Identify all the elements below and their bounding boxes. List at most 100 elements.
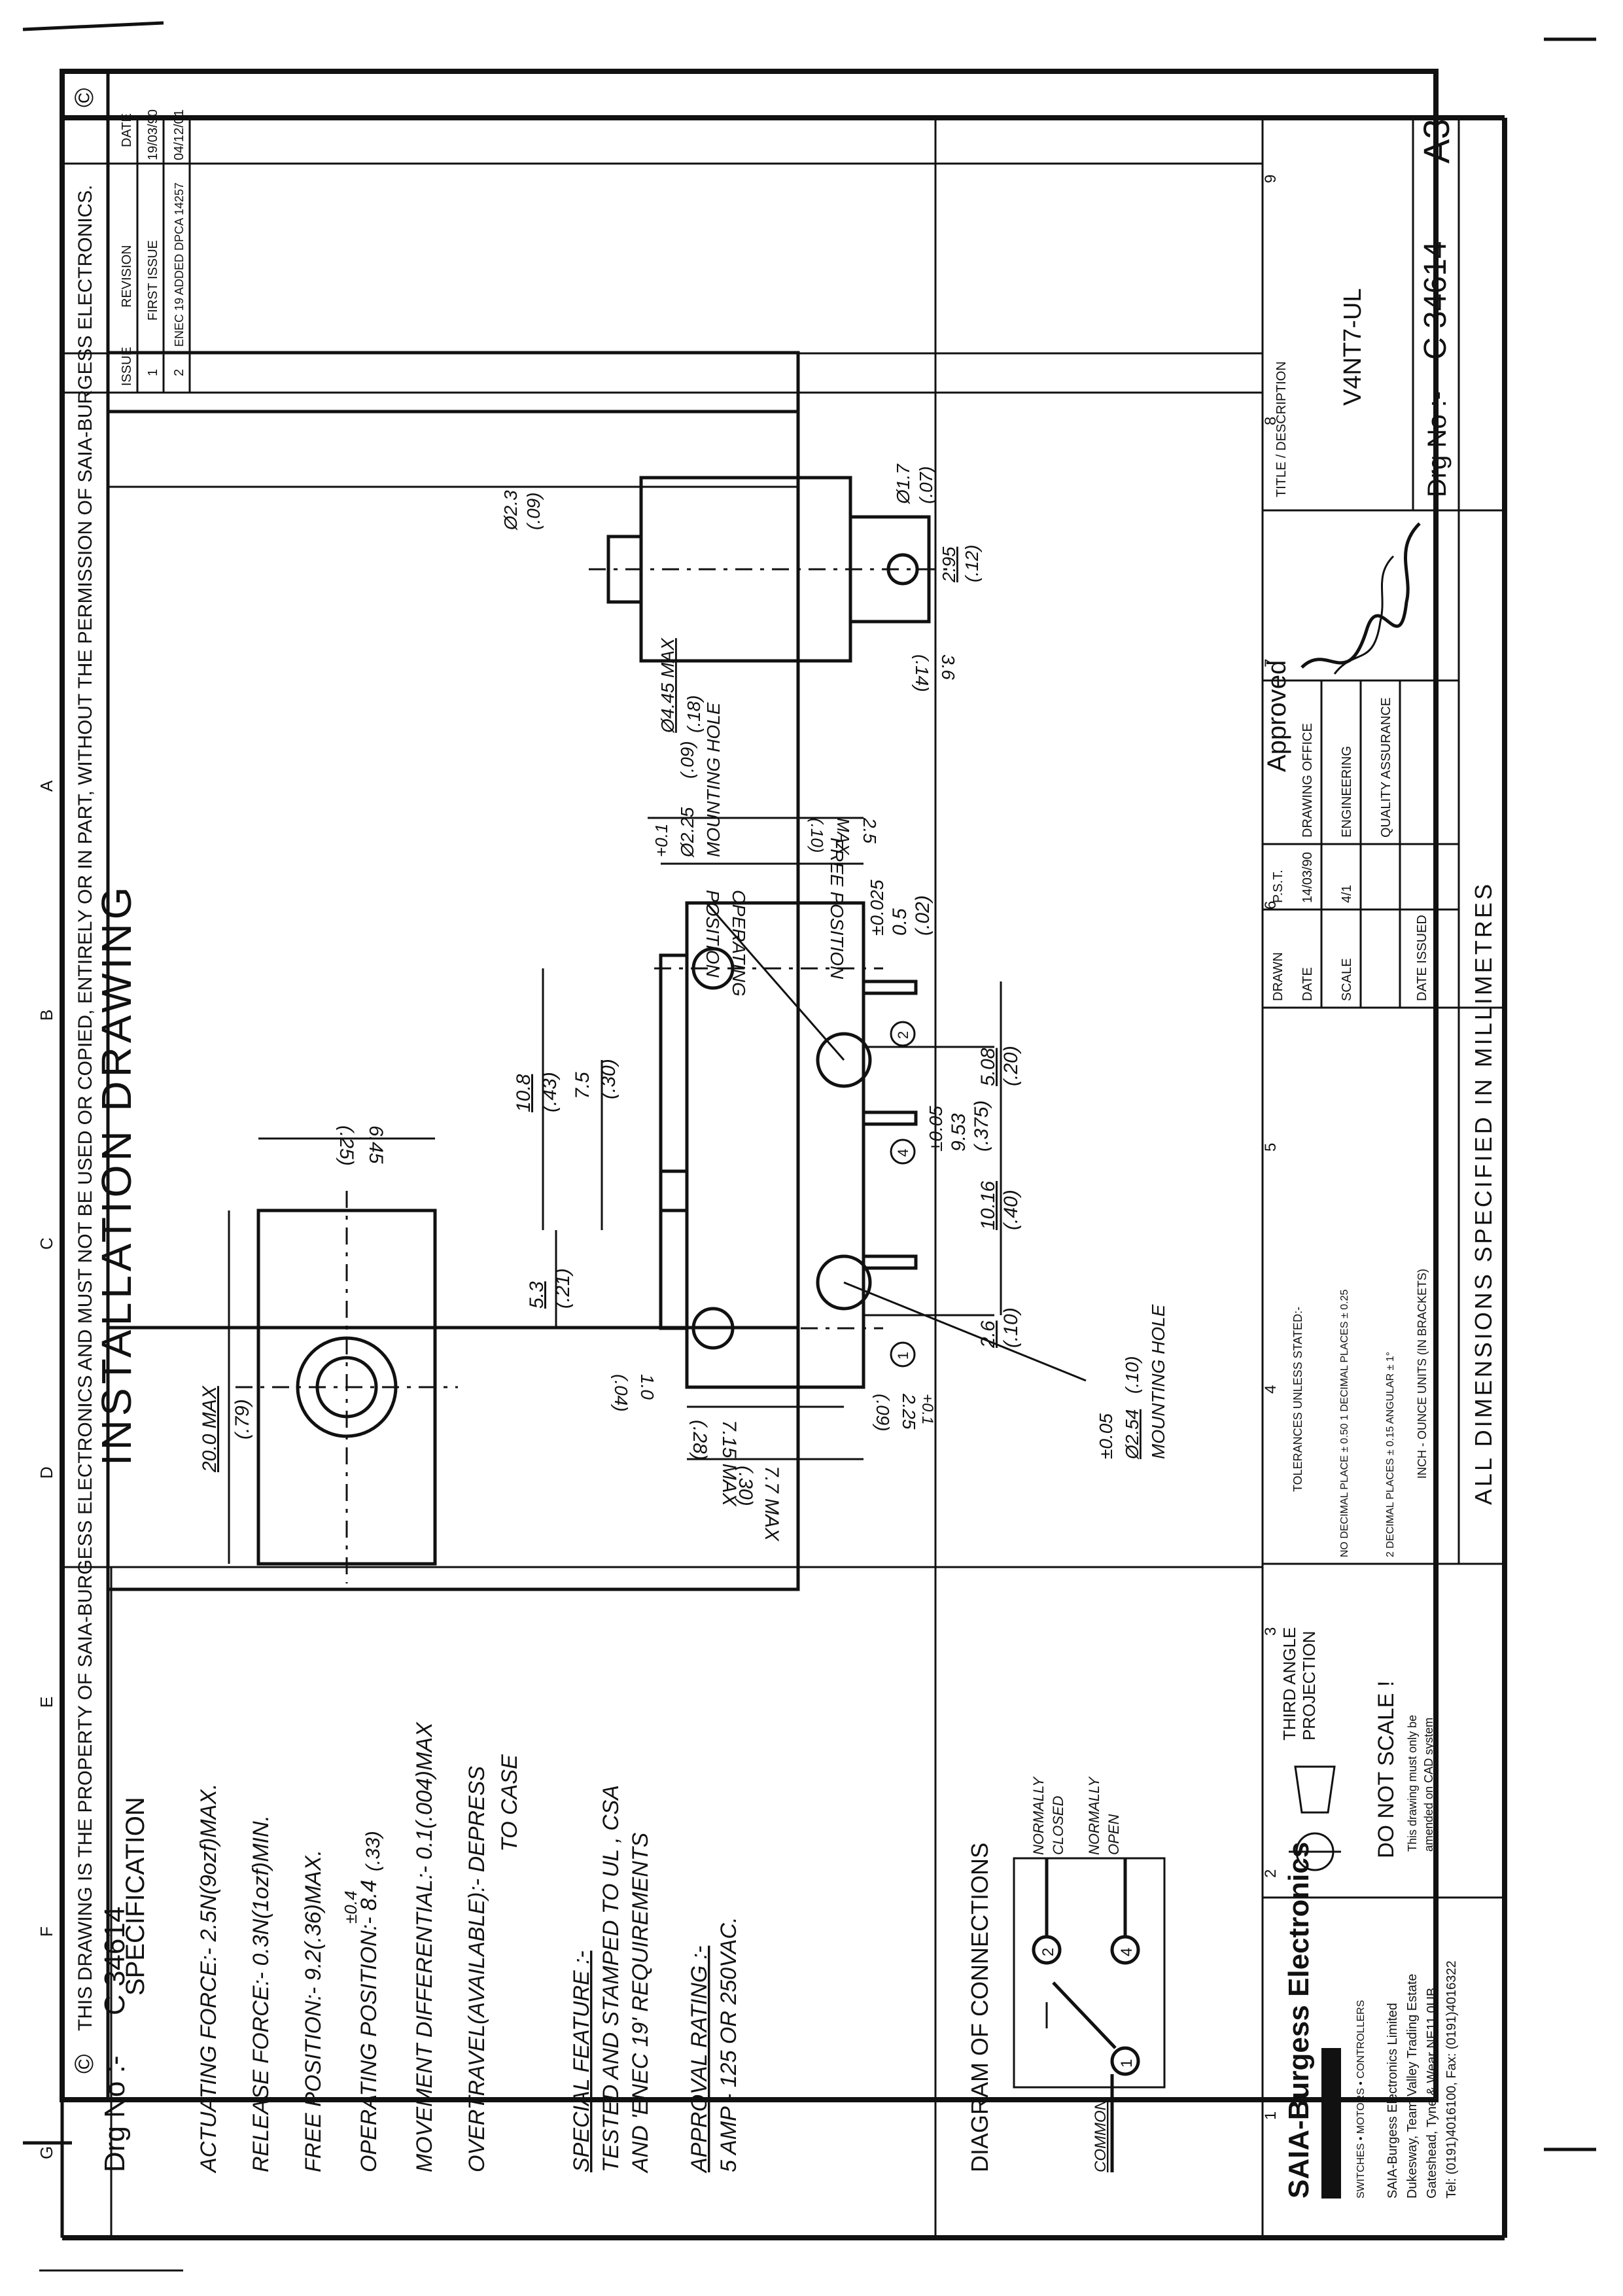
side-dia-4-45-in: (.18) [684, 695, 704, 733]
tolerances-line: NO DECIMAL PLACE ± 0.50 1 DECIMAL PLACES… [1339, 1289, 1350, 1557]
dim-5-3-in: (.21) [552, 1268, 574, 1309]
dim-2-5: 2.5 [860, 817, 880, 843]
spec-line: ACTUATING FORCE:- 2.5N(9ozf)MAX. [196, 1784, 221, 2174]
terminal-pin [862, 1254, 918, 1270]
terminal-2-marker [890, 1021, 916, 1047]
front-view: 1 2 4 7.7 MAX (.30) 7.15 MAX (.28) 1.0 (… [513, 702, 1168, 1542]
terminal-pin [862, 1110, 918, 1126]
rev-header-issue: ISSUE [120, 347, 134, 386]
side-dia-2-3: Ø2.3 [500, 490, 521, 531]
rev-revision: ENEC 19 ADDED DPCA 14257 [173, 183, 186, 347]
tb-all-dimensions: ALL DIMENSIONS SPECIFIED IN MILLIMETRES [1470, 881, 1497, 1505]
dim-5-3: 5.3 [526, 1281, 548, 1309]
side-dia-2-3-in: (.09) [523, 492, 544, 530]
side-dia-1-7-in: (.07) [916, 466, 936, 504]
zone-letters: G F E D C B A [37, 780, 56, 2159]
hole-left-label: MOUNTING HOLE [1148, 1304, 1168, 1459]
tolerances-line: 2 DECIMAL PLACES ± 0.15 ANGULAR ± 1° [1385, 1352, 1396, 1557]
company-logo-bar [1321, 2048, 1341, 2199]
scale-note: amended on CAD system [1422, 1718, 1435, 1852]
spec-heading: SPECIFICATION [121, 1797, 150, 1996]
mounting-hole-right [816, 1032, 872, 1088]
dim-top-width: 6.45 [365, 1125, 387, 1164]
leader-line [843, 1281, 1087, 1382]
dim-9-53-tol: ±0.05 [926, 1106, 946, 1152]
zone-letter: F [37, 1926, 56, 1937]
rev-issue: 1 [146, 369, 160, 376]
revision-table: ISSUE REVISION DATE 1 FIRST ISSUE 19/03/… [62, 109, 1263, 394]
terminal-2-label: 2 [1039, 1948, 1057, 1956]
tb-date-issued: DATE ISSUED [1415, 915, 1429, 1001]
tb-scale-label: SCALE [1340, 958, 1354, 1001]
company-address: Dukesway, Team Valley Trading Estate [1405, 1974, 1420, 2199]
company-address: SAIA-Burgess Electronics Limited [1386, 2003, 1400, 2199]
tb-approved: Approved [1263, 660, 1291, 772]
rev-issue: 2 [172, 369, 186, 376]
operating-position-1: OPERATING [729, 890, 749, 997]
approval-signature [1300, 522, 1421, 669]
dim-7-5: 7.5 [572, 1072, 593, 1099]
spec-op-inch: (.33) [362, 1831, 384, 1871]
special-feature-line: TESTED AND STAMPED TO UL , CSA [599, 1785, 623, 2172]
dim-top-width-in: (.25) [336, 1125, 357, 1166]
crop-mark [22, 21, 164, 31]
leader-line [705, 902, 845, 1061]
terminal-2-number: 2 [895, 1031, 911, 1039]
tb-date-value: 14/03/90 [1300, 852, 1315, 903]
dim-top-length-in: (.79) [232, 1399, 253, 1439]
no-label-1: NORMALLY [1086, 1776, 1102, 1855]
dim-body-height-2: 7.15 MAX [718, 1420, 740, 1507]
dim-7-5-in: (.30) [598, 1059, 620, 1099]
rev-header-revision: REVISION [120, 245, 134, 308]
side-3-6-in: (.14) [912, 654, 932, 692]
drawing-title: INSTALLATION DRAWING [93, 883, 140, 1466]
dim-10-8: 10.8 [513, 1074, 534, 1112]
switch-arm [1052, 1981, 1117, 2049]
dim-10-16: 10.16 [977, 1181, 999, 1230]
dim-9-53-in: (.375) [971, 1101, 992, 1152]
tb-scale-value: 4/1 [1340, 885, 1354, 903]
side-dia-1-7: Ø1.7 [893, 463, 913, 504]
approval-signature [1333, 555, 1395, 675]
dim-2-25-in: (.09) [873, 1394, 893, 1432]
tb-sheet-size: A3 [1416, 119, 1457, 164]
zone-letter: G [37, 2146, 56, 2159]
copyright-symbol: © [70, 2055, 99, 2074]
dim-1-0: 1.0 [637, 1374, 657, 1400]
zone-letter: D [37, 1466, 56, 1479]
zone-number: 6 [1262, 901, 1280, 910]
connections-heading: DIAGRAM OF CONNECTIONS [966, 1843, 993, 2172]
drg-no-header: Drg No :- C 34614 [99, 1907, 131, 2172]
company-name: SAIA-Burgess Electronics [1283, 1842, 1315, 2199]
dim-0-5-in: (.02) [912, 895, 934, 936]
hole-right-label: MOUNTING HOLE [703, 702, 724, 857]
projection-symbol-cone [1294, 1765, 1336, 1814]
terminal-4-marker [890, 1139, 916, 1165]
dim-body-height: 7.7 MAX [761, 1466, 782, 1542]
hole-left-tolerance: ±0.05 [1096, 1413, 1116, 1459]
dim-10-8-in: (.43) [539, 1072, 561, 1112]
dim-0-5-tol: ±0.025 [867, 879, 887, 936]
drawing-rotated: © THIS DRAWING IS THE PROPERTY OF SAIA-B… [60, 69, 1439, 2102]
tolerances-line: INCH - OUNCE UNITS (IN BRACKETS) [1416, 1269, 1429, 1479]
nc-label-2: CLOSED [1050, 1795, 1066, 1855]
zone-number: 4 [1262, 1385, 1280, 1394]
dim-2-5-in: (.10) [807, 818, 827, 853]
common-label: COMMON [1092, 2098, 1109, 2172]
top-view: 20.0 MAX (.79) 6.45 (.25) [199, 1125, 458, 1583]
do-not-scale: DO NOT SCALE ! [1374, 1681, 1399, 1858]
copyright-symbol: © [70, 88, 99, 107]
spec-op-tolerance: ±0.4 [341, 1891, 360, 1924]
tb-drawn-label: DRAWN [1271, 952, 1285, 1001]
projection-label-2: PROJECTION [1299, 1631, 1319, 1740]
tb-quality: QUALITY ASSURANCE [1379, 698, 1393, 838]
tb-title-desc-label: TITLE / DESCRIPTION [1274, 361, 1289, 497]
dim-5-08: 5.08 [977, 1048, 999, 1086]
dim-2-6-in: (.10) [1000, 1307, 1022, 1348]
projection-label: THIRD ANGLE [1280, 1627, 1299, 1740]
spec-line: FREE POSITION:- 9.2(.36)MAX. [301, 1850, 326, 2172]
dim-10-16-in: (.40) [1000, 1190, 1022, 1230]
rev-date: 19/03/90 [146, 109, 160, 160]
dim-body-height-in: (.30) [735, 1466, 756, 1506]
